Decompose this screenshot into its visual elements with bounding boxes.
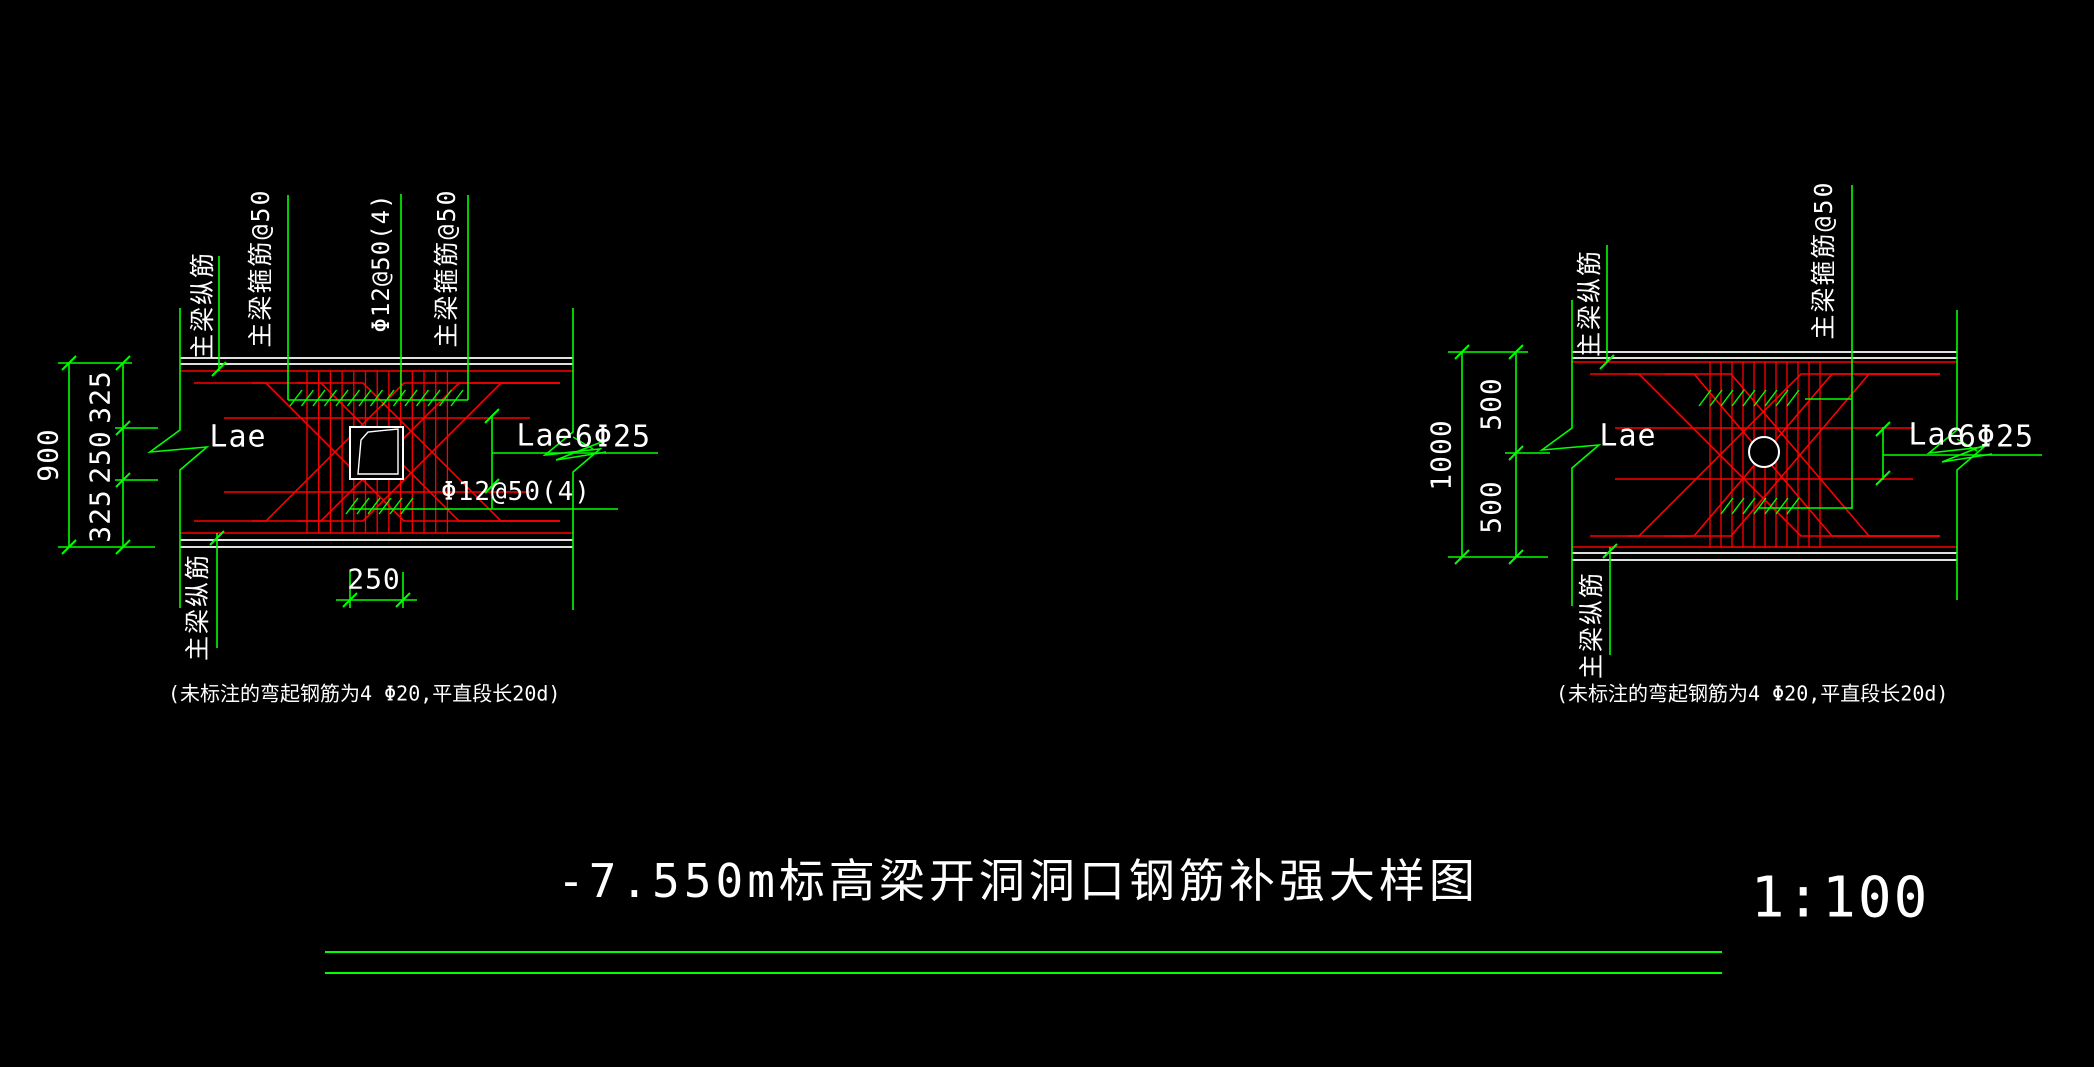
label-side-bars: 6Φ25 [574, 419, 652, 455]
dim-segment-bottom: 325 [83, 489, 117, 543]
dim-segment-top: 325 [83, 370, 117, 424]
break-line [542, 308, 603, 610]
dim-segment-top: 500 [1474, 377, 1508, 431]
note-bent-bars-left: (未标注的弯起钢筋为4 Φ20,平直段长20d) [168, 681, 561, 706]
dim-segment-bottom: 500 [1474, 480, 1508, 534]
dimension-ticks [61, 355, 500, 608]
circular-opening [1748, 436, 1780, 468]
label-side-bars: 6Φ25 [1957, 419, 2035, 455]
dimension-ticks [1454, 344, 1891, 565]
label-main-stirrup-right: 主梁箍筋@50 [1809, 180, 1838, 340]
dim-hole-width: 250 [347, 562, 401, 596]
label-anchor-length-outer: Lae [516, 418, 574, 454]
title-underline [325, 951, 1722, 974]
beam-outlines [180, 351, 1957, 561]
dim-overall: 1000 [1424, 419, 1458, 491]
label-main-longitudinal-top: 主梁纵筋 [188, 250, 217, 360]
opening-inner-shape [357, 428, 399, 475]
label-main-longitudinal-top: 主梁纵筋 [1575, 248, 1604, 358]
label-added-stirrup-rotated: Φ12@50(4) [367, 193, 395, 333]
stirrup-hatch-bottom [345, 497, 414, 515]
annotation-left [58, 194, 658, 648]
leader-break-arrow [555, 440, 607, 461]
label-added-stirrup: Φ12@50(4) [441, 477, 591, 507]
stirrup-hatch-top [1698, 389, 1800, 407]
drawing-scale: 1:100 [1750, 865, 1930, 931]
break-line [1539, 300, 1602, 606]
label-main-longitudinal-bottom: 主梁纵筋 [183, 552, 212, 662]
dim-overall: 900 [31, 428, 65, 482]
label-main-stirrup-left: 主梁箍筋@50 [246, 188, 275, 348]
break-line [147, 308, 210, 608]
stirrup-hatch-top [289, 389, 464, 407]
label-main-stirrup-right: 主梁箍筋@50 [432, 188, 461, 348]
label-anchor-length-inner: Lae [1599, 418, 1657, 454]
note-bent-bars-right: (未标注的弯起钢筋为4 Φ20,平直段长20d) [1556, 681, 1949, 706]
label-main-longitudinal-bottom: 主梁纵筋 [1577, 570, 1606, 680]
rebar-right-beam [1572, 361, 1957, 548]
annotation-right [1448, 185, 2042, 655]
stirrup-hatch-bottom [1720, 497, 1800, 515]
label-anchor-length-outer: Lae [1908, 417, 1966, 453]
label-anchor-length-inner: Lae [209, 419, 267, 455]
drawing-title: -7.550m标高梁开洞洞口钢筋补强大样图 [557, 854, 1479, 908]
beam-openings [349, 426, 1780, 480]
break-line [1926, 310, 1987, 600]
dim-segment-mid: 250 [83, 430, 117, 484]
